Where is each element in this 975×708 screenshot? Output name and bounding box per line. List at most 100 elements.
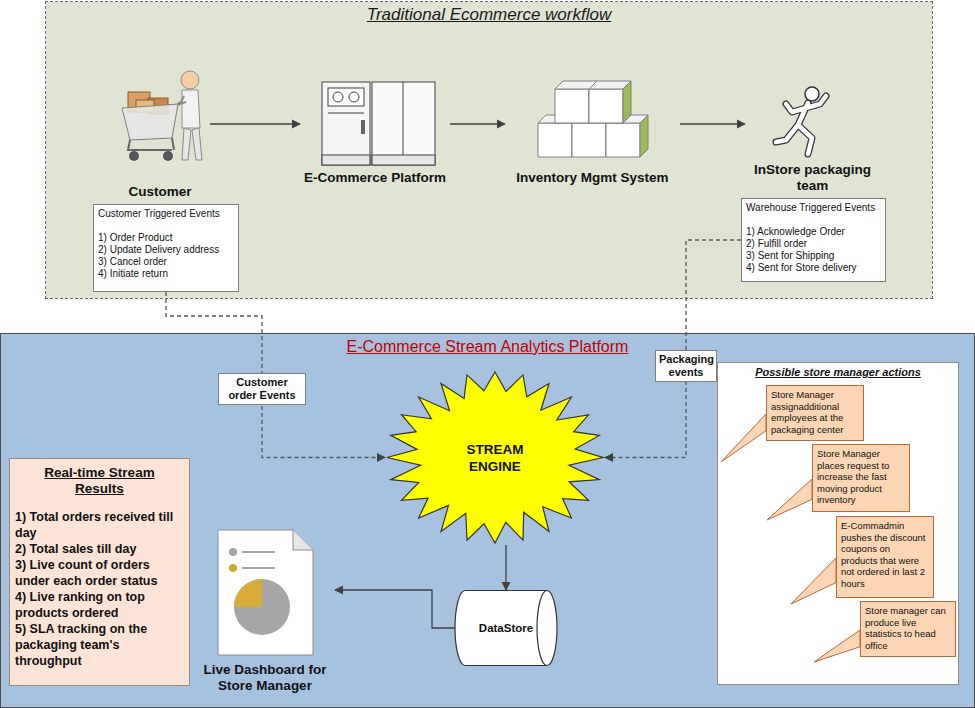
node-heading: Warehouse Triggered Events xyxy=(746,202,881,214)
customer-icon xyxy=(182,90,200,128)
system-node: E-Commerce Platform xyxy=(300,66,450,190)
server-icon xyxy=(322,155,370,165)
node-heading: E-Commerce Platform xyxy=(300,170,450,186)
server-icon xyxy=(322,82,370,165)
dashboard-document xyxy=(229,548,237,556)
event-stream-arrow xyxy=(166,292,385,458)
inventory-boxes xyxy=(606,123,640,157)
platform-band: E-Commerce Stream Analytics PlatformSTRE… xyxy=(0,333,975,708)
callout-box: Store manager can produce live statistic… xyxy=(860,601,956,657)
inventory-boxes xyxy=(555,81,597,89)
system-node: Inventory Mgmt System xyxy=(505,66,680,190)
server-icon xyxy=(328,88,364,106)
node-heading: Live Dashboard for Store Manager xyxy=(195,662,335,694)
customer-icon xyxy=(122,71,202,161)
server-icon xyxy=(372,155,435,165)
customer-icon xyxy=(148,98,168,114)
node-text: 4) Live ranking on top products ordered xyxy=(15,589,184,621)
inventory-boxes xyxy=(555,89,589,123)
callout-tail xyxy=(837,517,838,518)
star-outline xyxy=(387,372,603,543)
callout-tail xyxy=(767,479,812,520)
node-heading: Store Manager places request to increase… xyxy=(817,448,905,506)
node-text: 1) Acknowledge Order xyxy=(746,226,881,238)
callout-tail xyxy=(813,445,814,446)
edge-label: Customer order Events xyxy=(218,373,306,405)
node-heading: Possible store manager actions xyxy=(718,363,958,378)
callout-tail xyxy=(767,386,768,387)
star-outline xyxy=(385,370,605,545)
flow-arrow xyxy=(335,590,455,628)
callout-box: Store Manager places request to increase… xyxy=(812,444,910,512)
customer-icon xyxy=(128,100,186,150)
dashboard-document xyxy=(229,564,237,572)
server-icon xyxy=(322,82,435,165)
actor-node: Customer xyxy=(110,66,210,206)
callout-box: Store Manager assignadditional employees… xyxy=(766,385,864,441)
server-icon xyxy=(361,120,365,134)
dashboard-document xyxy=(293,530,313,550)
callout-box: E-Commadmin pushes the discount coupons … xyxy=(836,516,934,598)
inventory-boxes xyxy=(572,123,606,157)
callout-tail xyxy=(791,558,836,604)
inventory-boxes xyxy=(623,81,631,123)
event-box: Customer Triggered Events 1) Order Produc… xyxy=(93,204,239,292)
dashboard-document xyxy=(242,567,275,569)
inventory-boxes xyxy=(538,115,580,123)
node-text: 3) Cancel order xyxy=(98,256,234,268)
callout-tail xyxy=(814,630,860,662)
server-icon xyxy=(372,82,435,165)
dashboard-document xyxy=(234,579,290,635)
node-heading: Customer xyxy=(110,184,210,200)
node-text: 1) Total orders received till day xyxy=(15,509,184,541)
inventory-boxes xyxy=(572,115,614,123)
actions-panel: Possible store manager actionsStore Mana… xyxy=(717,362,959,685)
inventory-boxes xyxy=(538,81,648,157)
node-text: 3) Live count of orders under each order… xyxy=(15,557,184,589)
dashboard-document xyxy=(218,530,313,655)
dashboard-node: Live Dashboard for Store Manager xyxy=(195,524,335,702)
dashboard-document xyxy=(218,530,313,655)
customer-icon xyxy=(128,92,150,112)
server-icon xyxy=(333,92,343,102)
runner-icon xyxy=(805,87,819,101)
results-box: Real-time Stream Results 1) Total orders … xyxy=(9,458,190,686)
flow-arrow xyxy=(505,545,506,590)
cylinder-outline xyxy=(537,591,547,666)
callout-tail xyxy=(861,602,862,603)
node-heading: STREAM ENGINE xyxy=(455,441,535,475)
inventory-boxes xyxy=(589,81,597,123)
flow-arrow xyxy=(680,123,745,124)
server-icon xyxy=(328,112,364,114)
inventory-boxes xyxy=(589,81,631,89)
node-text: 2) Total sales till day xyxy=(15,541,184,557)
customer-icon xyxy=(180,96,186,104)
event-box: Warehouse Triggered Events 1) Acknowledge… xyxy=(741,198,886,282)
inventory-boxes xyxy=(640,115,648,157)
node-heading: Store Manager assignadditional employees… xyxy=(771,389,859,435)
server-icon xyxy=(349,92,359,102)
customer-icon xyxy=(129,151,139,161)
customer-icon xyxy=(163,151,173,161)
customer-icon xyxy=(181,71,199,89)
datastore-cylinder: DataStore xyxy=(455,590,557,666)
node-text: 2) Update Delivery address xyxy=(98,244,234,256)
stream-engine: STREAM ENGINE xyxy=(385,370,605,545)
inventory-boxes xyxy=(606,115,648,123)
flow-arrow xyxy=(450,123,505,124)
node-heading: Customer Triggered Events xyxy=(98,208,234,220)
node-heading: Store manager can produce live statistic… xyxy=(865,605,951,651)
node-text: 5) SLA tracking on the packaging team's … xyxy=(15,621,184,669)
node-text: 3) Sent for Shipping xyxy=(746,250,881,262)
node-text: 2) Fulfill order xyxy=(746,238,881,250)
node-heading: DataStore xyxy=(479,622,533,634)
inventory-boxes xyxy=(606,115,614,157)
flow-arrow xyxy=(210,123,300,124)
runner-icon xyxy=(776,96,826,154)
event-stream-arrow xyxy=(605,240,741,458)
node-heading: Real-time Stream Results xyxy=(15,465,184,497)
node-text: 1) Order Product xyxy=(98,232,234,244)
dashboard-document xyxy=(242,551,275,553)
customer-icon xyxy=(136,100,154,112)
actor-node: InStore packaging team xyxy=(745,80,880,196)
